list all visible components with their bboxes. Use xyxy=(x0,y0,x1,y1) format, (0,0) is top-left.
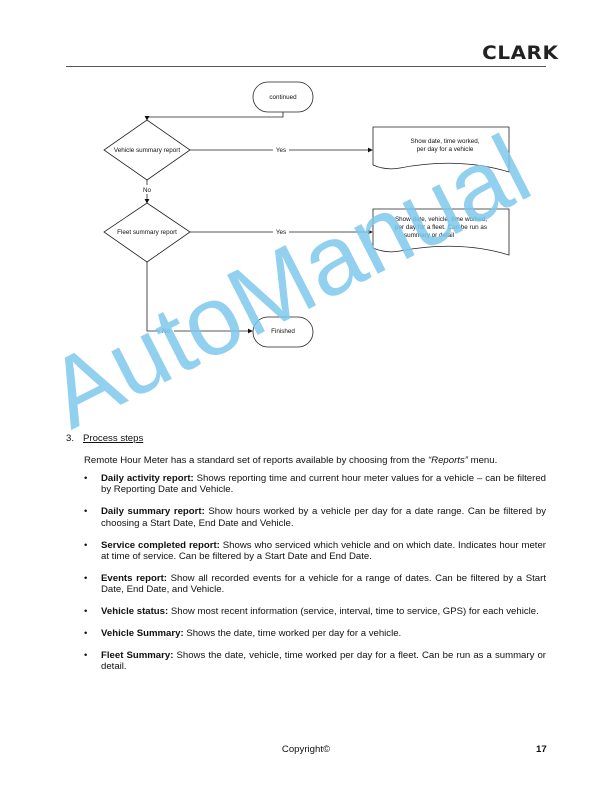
output1-line: Show date, time worked, xyxy=(411,138,480,145)
no2-label: No xyxy=(162,328,171,335)
list-item: • Vehicle Summary: Shows the date, time w… xyxy=(84,628,546,639)
bullet: • xyxy=(84,606,88,618)
list-item: • Daily summary report: Show hours worked… xyxy=(84,506,546,529)
output2-line: Show date, vehicle, time worked, xyxy=(395,216,487,223)
section-number: 3. xyxy=(66,433,75,444)
list-item: • Events report: Show all recorded events… xyxy=(84,573,546,596)
item-text: Shows who serviced which vehicle and on … xyxy=(101,539,546,563)
bullet: • xyxy=(84,628,88,640)
page-number: 17 xyxy=(536,744,547,755)
bullet: • xyxy=(84,572,88,584)
output2-line: summary or detail xyxy=(404,232,454,239)
decision1-label: Vehicle summary report xyxy=(114,147,180,154)
bullet: • xyxy=(84,539,88,551)
no1-label: No xyxy=(143,187,152,194)
start-label: continued xyxy=(269,94,297,101)
output1-line: per day for a vehicle xyxy=(417,146,474,153)
intro-paragraph: Remote Hour Meter has a standard set of … xyxy=(84,455,497,466)
copyright: Copyright© xyxy=(281,744,331,755)
output-document-1 xyxy=(372,126,510,173)
item-term: Vehicle Summary: xyxy=(101,628,184,640)
connector-no2 xyxy=(146,262,253,334)
item-term: Daily summary report: xyxy=(101,506,205,518)
item-text: Shows reporting time and current hour me… xyxy=(101,473,546,496)
item-text: Shows the date, vehicle, time worked per… xyxy=(101,650,546,673)
reports-menu-ref: “Reports” xyxy=(427,455,468,466)
list-item: • Vehicle status: Show most recent inform… xyxy=(84,606,546,617)
item-term: Service completed report: xyxy=(101,539,220,551)
item-term: Daily activity report: xyxy=(101,473,194,484)
bullet: • xyxy=(84,473,88,484)
item-text: Shows the date, time worked per day for … xyxy=(183,628,402,640)
yes1-label: Yes xyxy=(276,147,286,154)
item-text: Show all recorded events for a vehicle f… xyxy=(101,572,546,596)
list-item: • Fleet Summary: Shows the date, vehicle,… xyxy=(84,650,546,673)
output2-line: per day for a fleet. Can be run as xyxy=(395,224,487,231)
end-label: Finished xyxy=(271,328,295,335)
clark-logo: CLARK xyxy=(482,42,559,64)
list-item: • Service completed report: Shows who ser… xyxy=(84,540,546,563)
bullet: • xyxy=(84,650,88,662)
item-text: Show hours worked by a vehicle per day f… xyxy=(101,506,546,529)
item-text: Show most recent information (service, i… xyxy=(168,606,539,618)
decision2-label: Fleet summary report xyxy=(117,229,177,236)
item-term: Fleet Summary: xyxy=(101,650,174,662)
bullet: • xyxy=(84,506,88,518)
intro-text: Remote Hour Meter has a standard set of … xyxy=(84,455,428,466)
yes2-label: Yes xyxy=(276,229,286,236)
list-item: • Daily activity report: Shows reporting … xyxy=(84,473,546,496)
item-term: Events report: xyxy=(101,572,167,584)
flowchart: continued Vehicle summary report Fleet s… xyxy=(103,81,510,348)
section-heading: 3. Process steps xyxy=(66,433,143,444)
end-terminal xyxy=(252,316,314,348)
connector-start xyxy=(144,112,284,121)
intro-text: menu. xyxy=(467,455,498,466)
output-document-2 xyxy=(372,208,510,256)
section-title: Process steps xyxy=(83,433,144,444)
header-divider xyxy=(66,66,546,67)
item-term: Vehicle status: xyxy=(101,606,169,618)
report-list: • Daily activity report: Shows reporting … xyxy=(84,473,546,683)
